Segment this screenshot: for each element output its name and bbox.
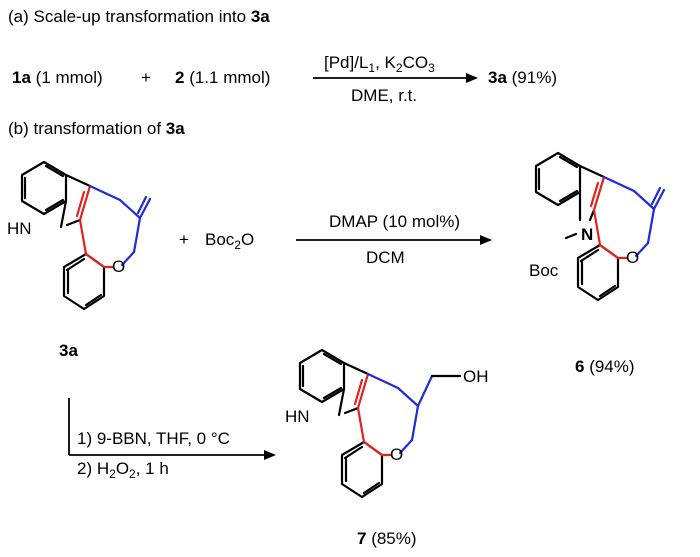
- section-b-title: (b) transformation of 3a: [8, 119, 185, 138]
- molecule-7: HN O OH: [285, 348, 489, 499]
- label-3a-b: 3a: [59, 341, 78, 360]
- p7-oh-label: OH: [463, 367, 489, 386]
- reagent-boc2o: Boc2O: [205, 230, 254, 252]
- arrowhead-2: [264, 450, 276, 460]
- sm-o-label: O: [112, 257, 125, 276]
- molecule-6: N Boc O: [529, 151, 666, 302]
- arrow1-condition-bottom: DCM: [366, 248, 405, 267]
- label-7: 7 (85%): [357, 529, 417, 548]
- p6-o-label: O: [626, 248, 639, 267]
- conditions-a-bottom: DME, r.t.: [351, 86, 417, 105]
- arrowhead-1: [480, 235, 492, 245]
- molecule-3a: HN O: [7, 160, 152, 311]
- conditions-a-top: [Pd]/L1, K2CO3: [324, 53, 435, 75]
- arrow2-step1: 1) 9-BBN, THF, 0 °C: [77, 429, 230, 448]
- p6-boc-label: Boc: [529, 261, 559, 280]
- p7-o-label: O: [390, 445, 403, 464]
- plus-sign-a: +: [141, 68, 151, 87]
- p7-nh-label: HN: [285, 407, 310, 426]
- label-6: 6 (94%): [575, 357, 635, 376]
- arrow2-step2: 2) H2O2, 1 h: [77, 459, 169, 481]
- p6-n-label: N: [581, 225, 593, 244]
- sm-nh-label: HN: [7, 219, 32, 238]
- arrow1-condition-top: DMAP (10 mol%): [329, 212, 460, 231]
- section-a-title: (a) Scale-up transformation into 3a: [8, 7, 270, 26]
- arrowhead-a: [466, 73, 478, 83]
- reactant-2: 2 (1.1 mmol): [175, 68, 270, 87]
- plus-sign-b: +: [179, 230, 189, 249]
- reactant-1a: 1a (1 mmol): [12, 68, 103, 87]
- product-3a-a: 3a (91%): [488, 68, 557, 87]
